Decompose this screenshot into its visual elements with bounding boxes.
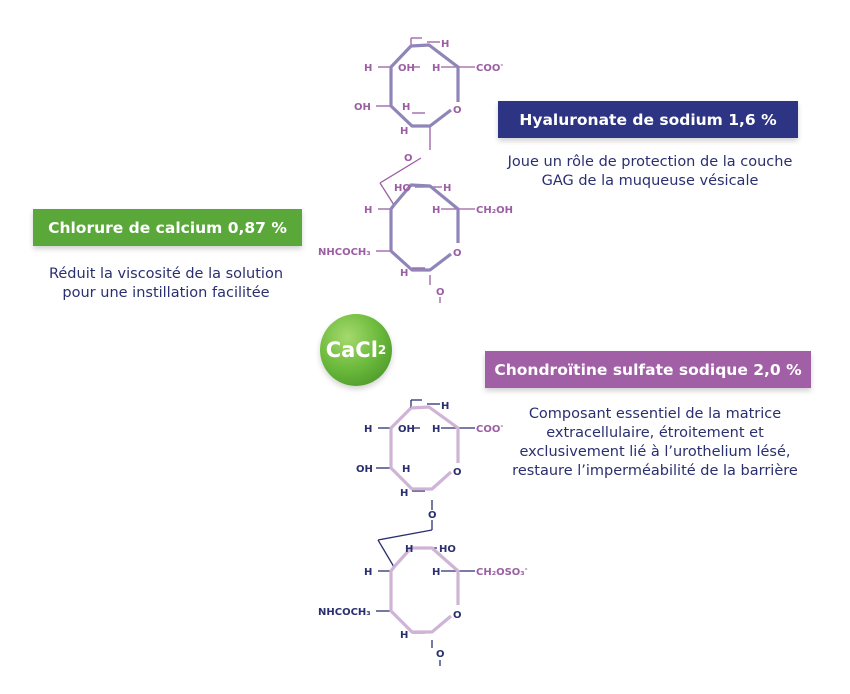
hyaluronate-description: Joue un rôle de protection de la couche … xyxy=(507,154,793,189)
h-inner: H xyxy=(432,424,440,435)
ring-o: O xyxy=(453,105,462,116)
hyaluronate-molecule: H H OH H COO- OH H O H O HO H H H CH₂OH … xyxy=(318,37,513,303)
h-top: H xyxy=(441,39,449,50)
h-right-2: H xyxy=(432,205,440,216)
h-bottom: H xyxy=(400,126,408,137)
h-inner: H xyxy=(432,63,440,74)
ch2oso3: CH₂OSO₃- xyxy=(476,565,528,578)
h-mid: H xyxy=(402,464,410,475)
ch2oh: CH₂OH xyxy=(476,205,513,216)
h-left-2: H xyxy=(364,567,372,578)
h-mid: H xyxy=(402,102,410,113)
link-o: O xyxy=(428,510,437,521)
h-right-2: H xyxy=(432,567,440,578)
coo: COO- xyxy=(476,422,503,435)
h-bottom-2: H xyxy=(400,268,408,279)
oh-left: OH xyxy=(356,464,373,475)
link-o: O xyxy=(404,153,413,164)
h-left: H xyxy=(364,63,372,74)
ring-o-2: O xyxy=(453,610,462,621)
calcium-chloride-description: Réduit la viscosité de la solution pour … xyxy=(48,266,284,301)
oh-inner: OH xyxy=(398,63,415,74)
oh-left: OH xyxy=(354,102,371,113)
h-top-2: H xyxy=(443,183,451,194)
nhcoch3: NHCOCH₃ xyxy=(318,607,371,618)
ring-o-2: O xyxy=(453,248,462,259)
h-bottom-2: H xyxy=(400,630,408,641)
chondroitin-molecule: H H OH H COO- OH H O H O H HO H H CH₂OSO… xyxy=(318,399,528,666)
h-top: H xyxy=(441,401,449,412)
chondroitin-label: Chondroïtine sulfate sodique 2,0 % xyxy=(485,351,811,388)
h-left: H xyxy=(364,424,372,435)
coo: COO- xyxy=(476,61,503,74)
ho: HO xyxy=(394,183,411,194)
oh-inner: OH xyxy=(398,424,415,435)
tail-o: O xyxy=(436,649,445,660)
tail-o: O xyxy=(436,287,445,298)
ho: HO xyxy=(439,544,456,555)
chondroitin-description: Composant essentiel de la matrice extrac… xyxy=(512,406,798,479)
h-left-2: H xyxy=(364,205,372,216)
hyaluronate-label: Hyaluronate de sodium 1,6 % xyxy=(498,101,798,138)
calcium-chloride-label: Chlorure de calcium 0,87 % xyxy=(33,209,302,246)
nhcoch3: NHCOCH₃ xyxy=(318,247,371,258)
h-top-2: H xyxy=(405,544,413,555)
ring-o: O xyxy=(453,467,462,478)
h-bottom: H xyxy=(400,488,408,499)
